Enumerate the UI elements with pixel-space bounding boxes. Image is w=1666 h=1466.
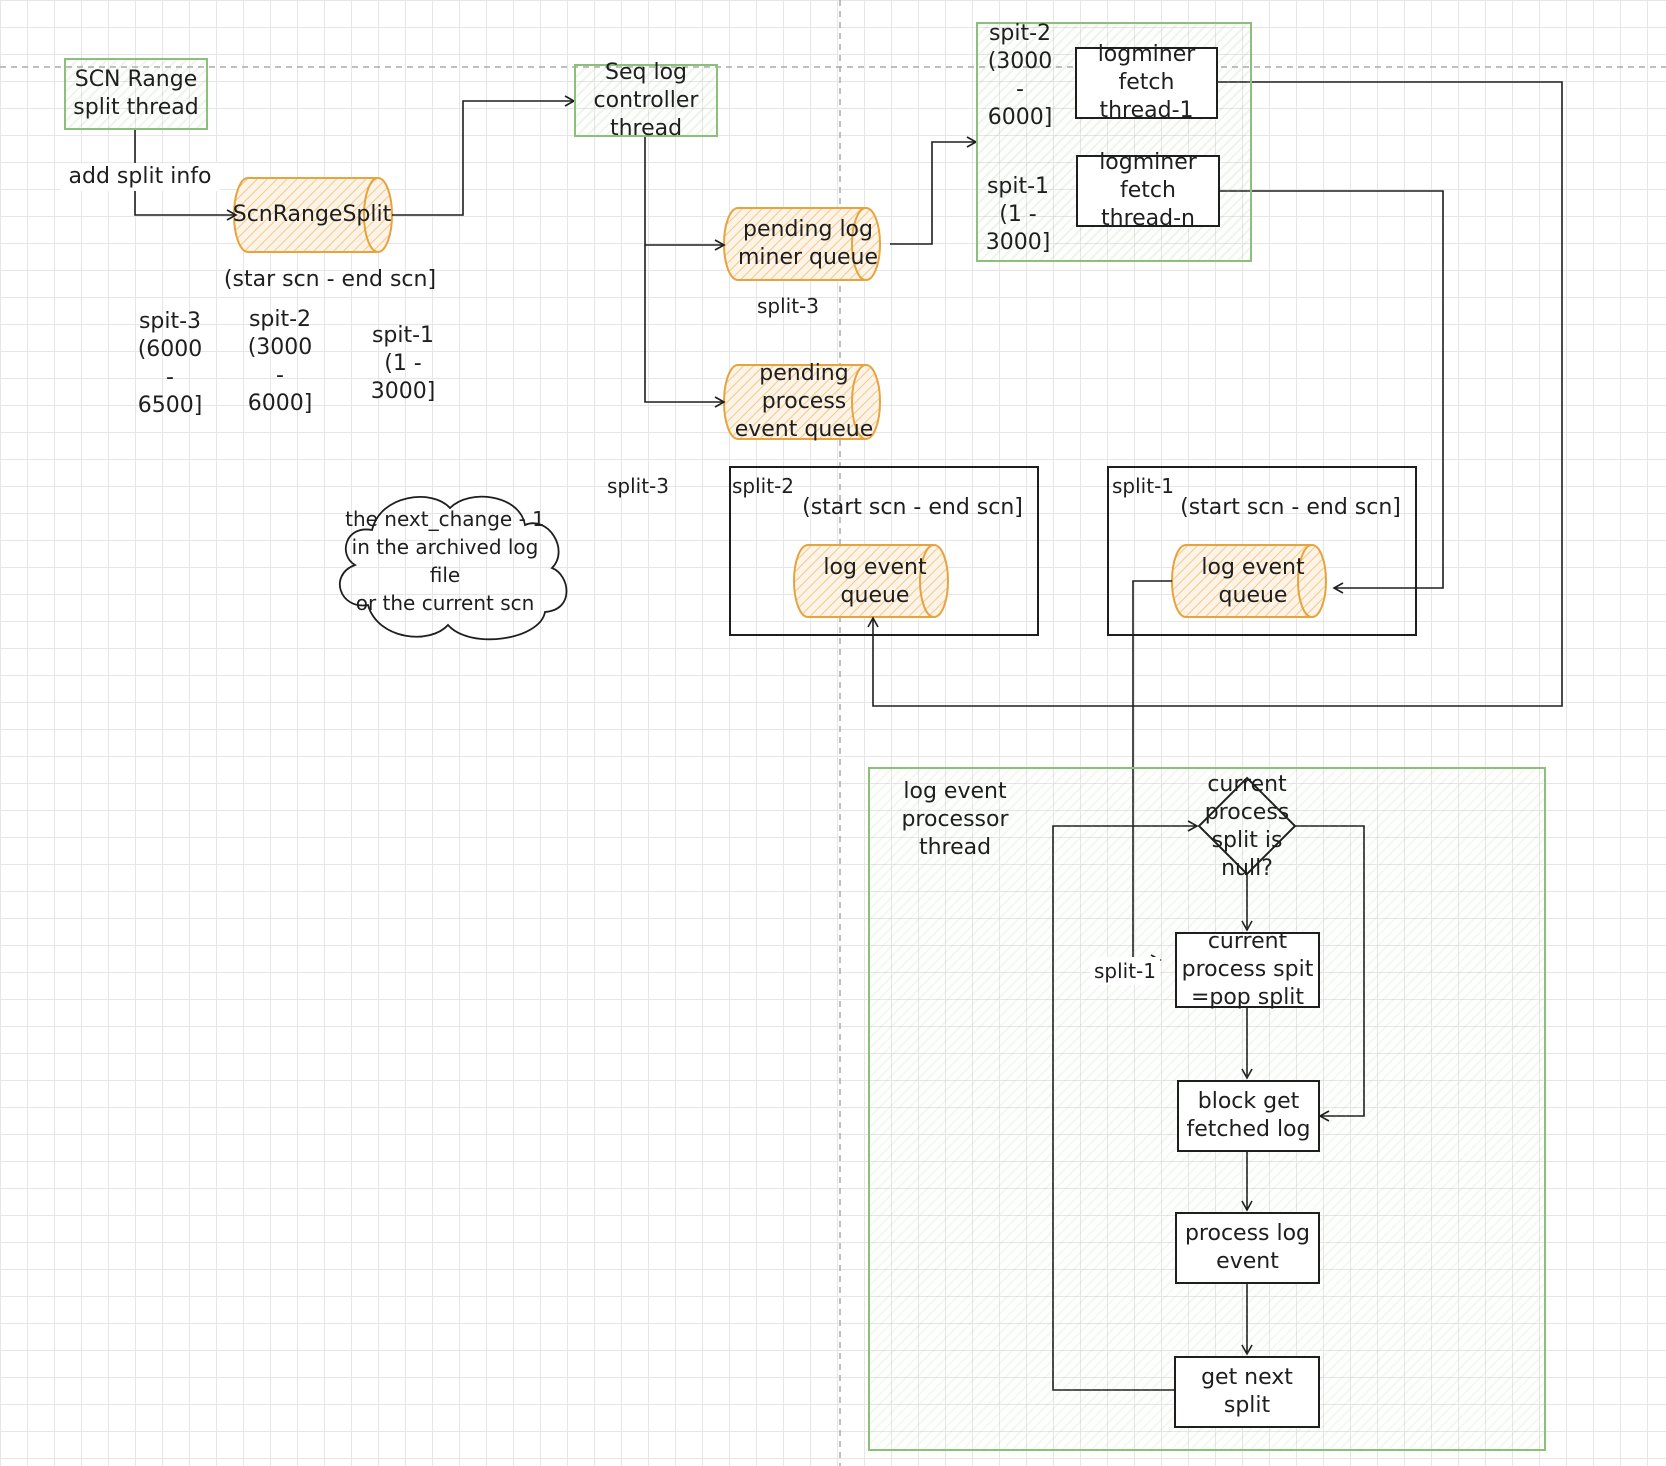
processor-thread-title: log event processor thread — [901, 779, 1009, 860]
arrow-decision-no-to-block-get — [1295, 825, 1365, 1122]
pending-miner-queue-label: pending log miner queue — [738, 217, 878, 270]
left-split1-label: spit-1 (1 - 3000] — [370, 323, 436, 404]
arrow-thread-to-scnrangesplit — [134, 130, 238, 221]
split2-log-event-queue-cylinder — [793, 544, 949, 618]
arrow-fetch1-to-split2-queue — [867, 81, 1563, 707]
pending-process-event-queue-cylinder — [723, 364, 881, 440]
fetch-split2-label: spit-2 (3000 - 6000] — [987, 21, 1053, 130]
logminer-fetch-thread-1: logminer fetch thread-1 — [1075, 42, 1218, 123]
split1-box-title: split-1 — [1112, 474, 1175, 498]
fetch-split1-label: spit-1 (1 - 3000] — [985, 174, 1051, 255]
split1-queue-label: log event queue — [1201, 555, 1305, 608]
cloud-note-text: the next_change - 1 in the archived log … — [345, 507, 545, 615]
split1-container — [1107, 466, 1417, 636]
arrow-controller-to-process-queue — [644, 245, 726, 408]
split2-container — [729, 466, 1039, 636]
arrow-fetchn-to-split1-queue — [1220, 190, 1444, 594]
split1-log-event-queue-cylinder — [1171, 544, 1327, 618]
arrow-get-next-loop-to-decision — [1052, 820, 1199, 1391]
pending-log-miner-queue-cylinder — [723, 207, 881, 281]
seq-log-controller-thread: Seq log controller thread — [574, 60, 718, 141]
pop-split-edge-label: split-1 — [1090, 957, 1160, 985]
arrow-miner-queue-to-fetch-group — [890, 136, 978, 245]
free-split3-label: split-3 — [606, 474, 669, 498]
logminer-fetch-thread-n: logminer fetch thread-n — [1076, 150, 1220, 231]
left-split2-label: spit-2 (3000 - 6000] — [247, 307, 313, 416]
scn-range-split-thread: SCN Range split thread — [64, 58, 208, 130]
process-log-event-box: process log event — [1175, 1212, 1320, 1284]
get-next-split-box: get next split — [1174, 1356, 1320, 1428]
pending-process-queue-label: pending process event queue — [734, 361, 874, 442]
decision-text: current process split is null? — [1204, 772, 1290, 881]
star-scn-range-label: (star scn - end scn] — [223, 267, 437, 292]
miner-queue-split-label: split-3 — [756, 294, 819, 318]
pop-split-box: current process spit =pop split — [1175, 929, 1320, 1010]
add-split-info-label: add split info — [60, 163, 220, 191]
split2-range-label: (start scn - end scn] — [802, 495, 1023, 520]
left-split3-label: spit-3 (6000 - 6500] — [137, 309, 203, 418]
split2-box-title: split-2 — [732, 474, 795, 498]
cloud-note-shape — [338, 495, 568, 641]
arrow-controller-to-miner-queue — [644, 137, 726, 251]
split1-range-label: (start scn - end scn] — [1180, 495, 1401, 520]
arrow-scnrangesplit-to-controller — [392, 95, 576, 216]
block-get-box: block get fetched log — [1177, 1080, 1320, 1152]
split2-queue-label: log event queue — [823, 555, 927, 608]
scn-range-split-cylinder — [233, 177, 393, 253]
scn-range-split-label: ScnRangeSplit — [232, 202, 392, 227]
